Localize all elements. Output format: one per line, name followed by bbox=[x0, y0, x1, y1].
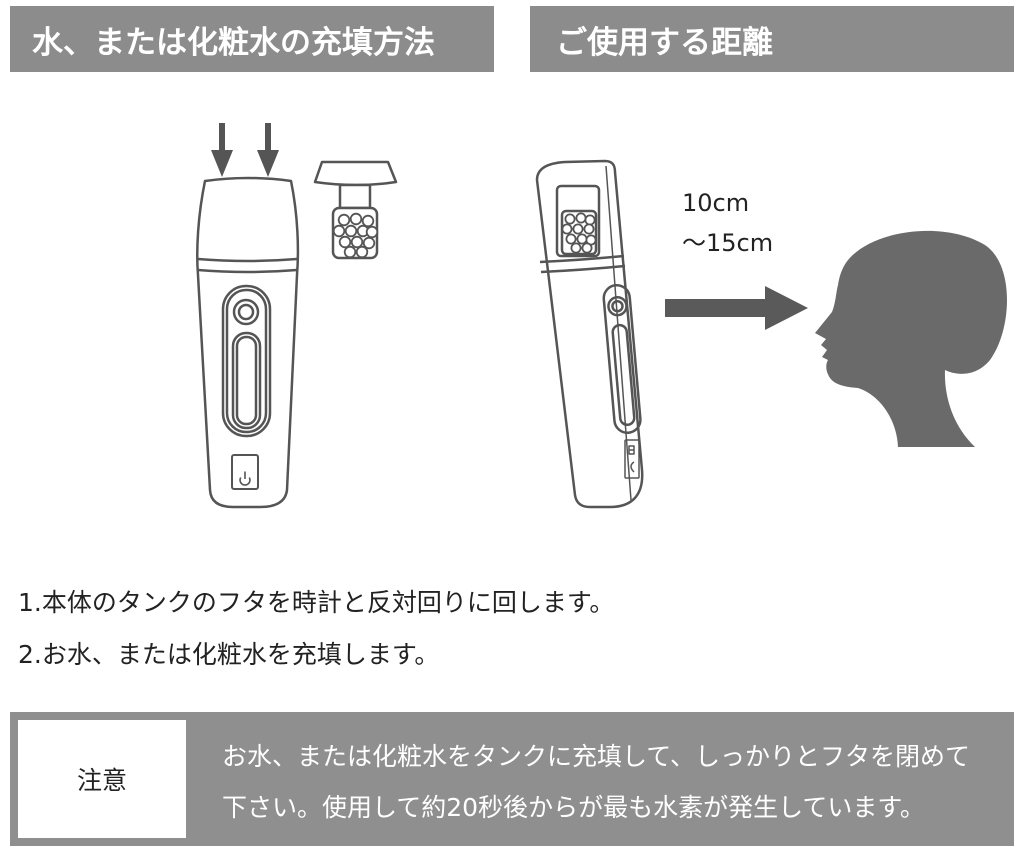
panel-mark-icon bbox=[628, 445, 635, 455]
hydrogen-balls bbox=[561, 212, 597, 254]
device-edge-line bbox=[605, 165, 632, 501]
hydrogen-ball bbox=[581, 242, 593, 254]
control-slot-outer bbox=[221, 284, 272, 438]
filling-method-title: 水、または化粧水の充填方法 bbox=[32, 24, 435, 61]
mode-button-icon bbox=[232, 298, 260, 326]
distance-max-label: ～15cm bbox=[682, 229, 774, 257]
down-arrow-icon bbox=[257, 123, 279, 177]
face-silhouette bbox=[815, 230, 1008, 447]
notice-label: 注意 bbox=[76, 766, 127, 795]
light-slot-inner bbox=[235, 335, 258, 426]
device-band-line bbox=[197, 268, 298, 274]
panel-mark-icon bbox=[630, 461, 635, 473]
hydrogen-ball bbox=[361, 214, 375, 228]
mode-button-inner bbox=[611, 299, 624, 313]
cap-stem bbox=[338, 183, 372, 210]
hydrogen-ball bbox=[584, 214, 596, 226]
distance-min-label: 10cm bbox=[682, 189, 750, 217]
mode-button-inner bbox=[237, 303, 255, 321]
mist-device-front-illustration bbox=[196, 176, 300, 509]
notice-label-box: 注意 bbox=[18, 720, 186, 838]
hydrogen-ball bbox=[565, 233, 577, 245]
hydrogen-ball bbox=[338, 235, 352, 249]
hydrogen-ball bbox=[583, 223, 595, 235]
device-band-line bbox=[197, 257, 298, 263]
hydrogen-ball bbox=[561, 223, 573, 235]
tank-cap-illustration bbox=[313, 160, 398, 260]
light-slot-outer bbox=[231, 331, 262, 430]
step-1-text: 1.本体のタンクのフタを時計と反対回りに回します。 bbox=[18, 588, 615, 617]
control-slot-outer bbox=[602, 283, 642, 435]
hydrogen-ball bbox=[576, 233, 588, 245]
control-slot-inner bbox=[225, 288, 268, 434]
usage-distance-header: ご使用する距離 bbox=[530, 6, 1014, 72]
notice-text-line: お水、または化粧水をタンクに充填して、しっかりとフタを閉めて bbox=[222, 742, 971, 771]
hydrogen-ball bbox=[332, 224, 346, 238]
step-2-text: 2.お水、または化粧水を充填します。 bbox=[18, 640, 440, 669]
hydrogen-ball bbox=[337, 213, 351, 227]
usage-distance-title: ご使用する距離 bbox=[556, 24, 773, 61]
hydrogen-ball bbox=[575, 212, 587, 224]
hydrogen-ball bbox=[349, 212, 363, 226]
device-band-line bbox=[540, 264, 626, 274]
notice-text-line: 下さい。使用して約20秒後からが最も水素が発生しています。 bbox=[222, 793, 925, 822]
side-control-slot bbox=[602, 283, 642, 435]
mode-button-icon bbox=[607, 295, 628, 317]
hydrogen-ball bbox=[350, 235, 364, 249]
power-button bbox=[231, 454, 259, 490]
hydrogen-ball bbox=[343, 245, 357, 259]
hydrogen-ball bbox=[570, 242, 582, 254]
device-body-outline bbox=[535, 159, 644, 509]
side-button-panel bbox=[624, 439, 640, 479]
notice-box: 注意 お水、または化粧水をタンクに充填して、しっかりとフタを閉めて 下さい。使用… bbox=[10, 712, 1014, 846]
cap-top bbox=[313, 160, 398, 187]
mist-device-side-illustration bbox=[535, 159, 644, 509]
right-arrow-icon bbox=[665, 286, 808, 330]
device-band-line bbox=[539, 254, 625, 264]
hydrogen-ball bbox=[564, 213, 576, 225]
filling-method-header: 水、または化粧水の充填方法 bbox=[10, 6, 494, 72]
power-icon bbox=[239, 471, 251, 486]
cartridge-window bbox=[555, 184, 601, 258]
illustrations bbox=[196, 123, 1008, 509]
side-panel bbox=[624, 439, 640, 479]
device-body-outline bbox=[196, 176, 300, 509]
down-arrow-icon bbox=[211, 123, 233, 177]
hydrogen-balls bbox=[332, 212, 379, 259]
hydrogen-ball bbox=[365, 225, 379, 239]
hydrogen-ball bbox=[572, 223, 584, 235]
hydrogen-ball bbox=[355, 245, 369, 259]
light-slot bbox=[611, 323, 636, 427]
hydrogen-ball bbox=[362, 236, 376, 250]
hydrogen-ball bbox=[344, 224, 358, 238]
